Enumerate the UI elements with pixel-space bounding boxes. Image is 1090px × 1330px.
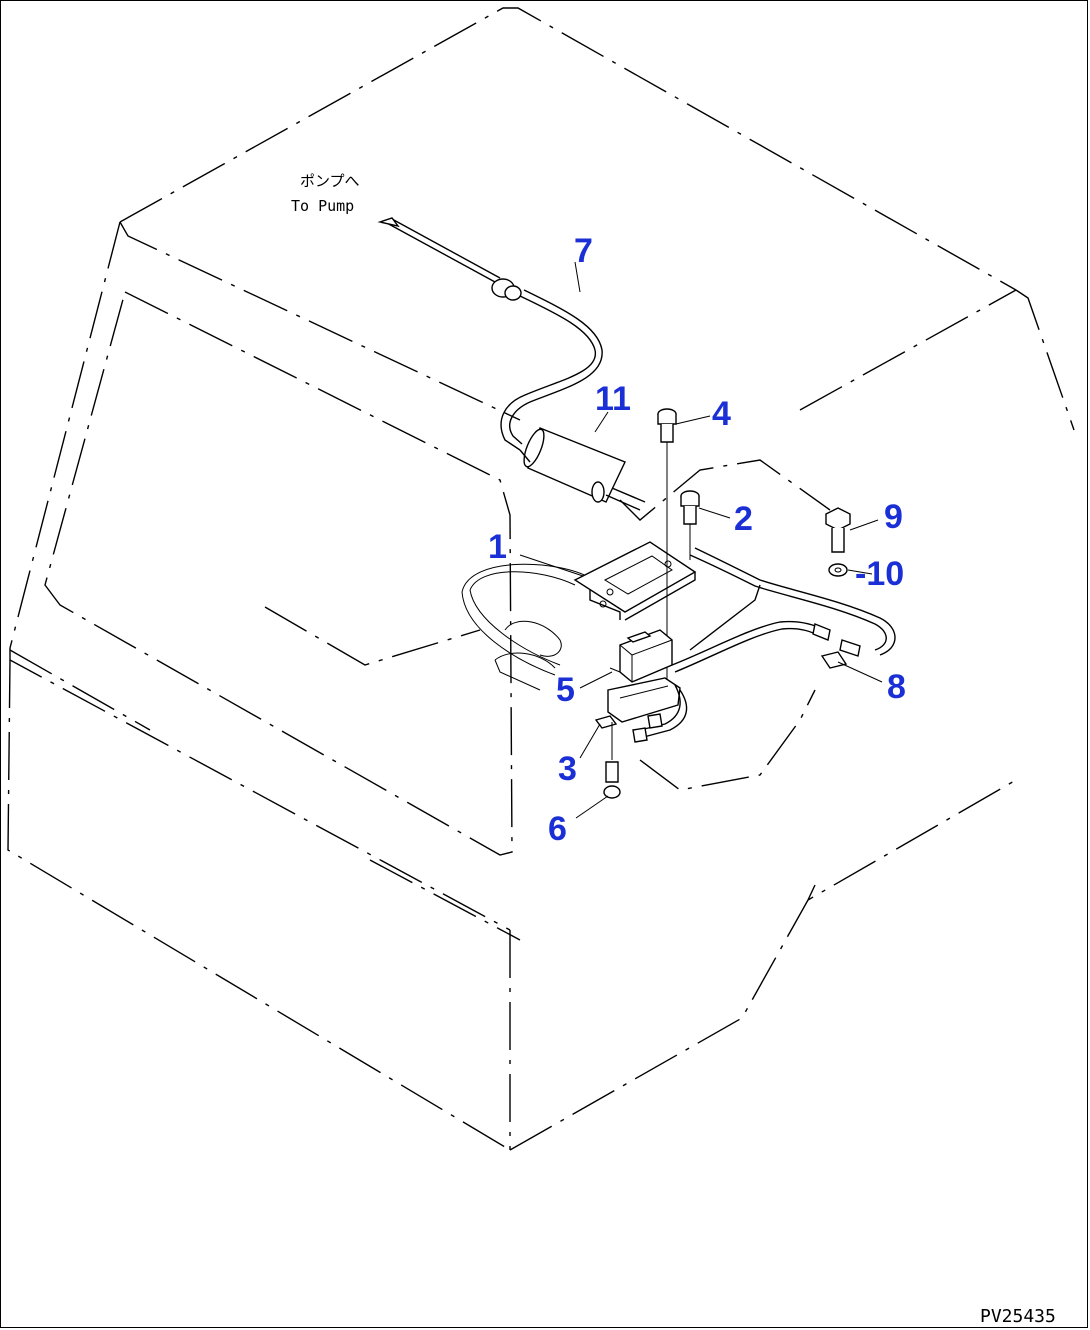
callout-2: 2 — [734, 500, 753, 538]
callout-8: 8 — [887, 668, 906, 706]
steering-wheel — [461, 563, 591, 691]
callout-7: 7 — [574, 232, 593, 270]
wiring-harness — [632, 547, 896, 743]
relay-unit — [609, 629, 673, 683]
bolt-6 — [603, 761, 621, 799]
connector-8 — [820, 651, 848, 669]
hose-clamp — [519, 427, 646, 511]
callout-5: 5 — [556, 671, 575, 709]
callout-4: 4 — [712, 395, 731, 433]
bolt-2 — [680, 490, 700, 560]
nut-10 — [828, 563, 848, 577]
callout-3: 3 — [558, 750, 577, 788]
leader-lines — [519, 261, 883, 819]
note-english: To Pump — [291, 197, 354, 215]
drawing-code: PV25435 — [980, 1306, 1056, 1327]
callout-1: 1 — [488, 528, 507, 566]
cab-outline — [7, 7, 1075, 1151]
note-japanese: ポンプへ — [300, 172, 360, 190]
mount-bracket — [594, 677, 681, 760]
bracket-plate — [573, 541, 697, 621]
pump-hose — [377, 217, 603, 451]
callout-10: -10 — [855, 555, 904, 593]
callout-9: 9 — [884, 498, 903, 536]
callout-11: 11 — [595, 380, 631, 418]
bolt-9 — [825, 507, 851, 553]
callout-6: 6 — [548, 810, 567, 848]
